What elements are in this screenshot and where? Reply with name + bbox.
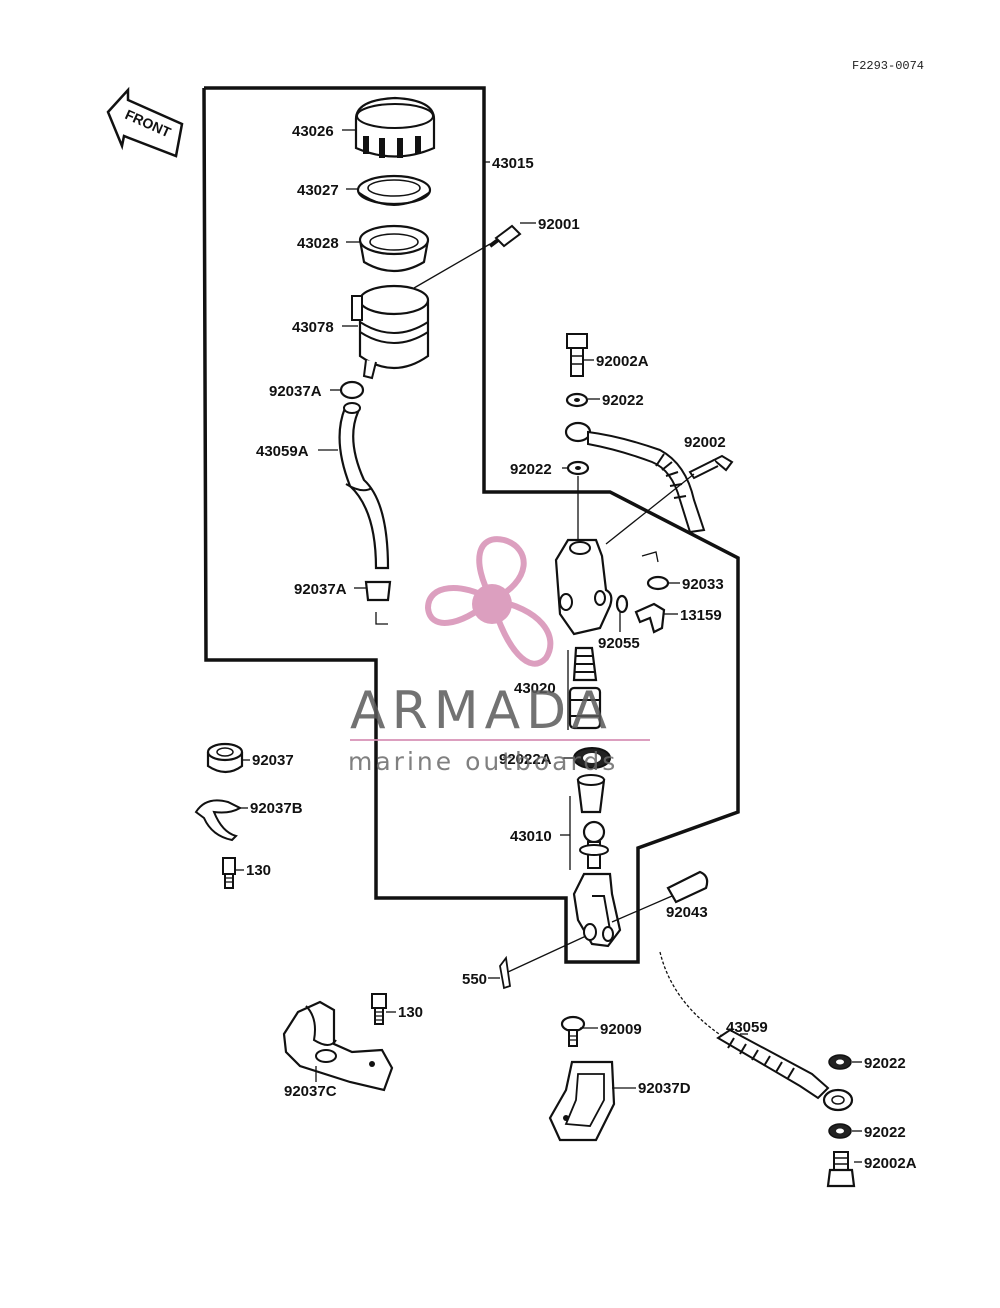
clamp-92037B xyxy=(194,799,243,842)
propeller-logo-icon xyxy=(424,536,554,667)
label-92001: 92001 xyxy=(538,216,580,233)
reservoir-cap-43026 xyxy=(354,96,436,158)
diagram-reference-code: F2293-0074 xyxy=(852,59,924,73)
bolt-92002 xyxy=(688,454,734,480)
front-arrow-icon: FRONT xyxy=(106,86,184,158)
washer-92022A xyxy=(573,747,611,769)
dust-boot-43010 xyxy=(576,774,606,814)
washer-92022-hose-upper xyxy=(828,1054,852,1070)
label-92037B: 92037B xyxy=(250,800,303,817)
label-92002: 92002 xyxy=(684,434,726,451)
banjo-bolt-92002A-lower xyxy=(826,1151,856,1188)
label-92037C: 92037C xyxy=(284,1083,337,1100)
clevis-joint xyxy=(572,872,622,948)
label-92002A-lower: 92002A xyxy=(864,1155,917,1172)
label-43015: 43015 xyxy=(492,155,534,172)
label-92055: 92055 xyxy=(598,635,640,652)
bolt-92001 xyxy=(488,224,522,248)
label-130-bracket: 130 xyxy=(398,1004,423,1021)
cotter-pin-550 xyxy=(499,955,511,990)
label-43059A: 43059A xyxy=(256,443,309,460)
reservoir-hose-43059A xyxy=(338,402,390,570)
clamp-92037A-lower xyxy=(364,580,392,625)
label-92022A: 92022A xyxy=(499,751,552,768)
label-43028: 43028 xyxy=(297,235,339,252)
label-92033: 92033 xyxy=(682,576,724,593)
piston-assembly-43020 xyxy=(568,686,602,730)
reservoir-43078 xyxy=(351,284,430,380)
label-43027: 43027 xyxy=(297,182,339,199)
diaphragm-43028 xyxy=(358,224,430,272)
label-43026: 43026 xyxy=(292,123,334,140)
brake-hose-43059 xyxy=(716,1028,854,1112)
label-92022-upper: 92022 xyxy=(602,392,644,409)
grommet-92037 xyxy=(206,742,244,774)
label-92037A-lower: 92037A xyxy=(294,581,347,598)
bracket-92037C xyxy=(282,1000,394,1092)
screw-92009 xyxy=(560,1015,586,1047)
watermark-subtitle: marine outboards xyxy=(348,747,618,776)
label-92022-hose-lower: 92022 xyxy=(864,1124,906,1141)
label-92022-lower: 92022 xyxy=(510,461,552,478)
label-92037A-upper: 92037A xyxy=(269,383,322,400)
label-43078: 43078 xyxy=(292,319,334,336)
label-92002A-upper: 92002A xyxy=(596,353,649,370)
label-43020: 43020 xyxy=(514,680,556,697)
leader-lines xyxy=(236,129,862,1163)
spring-43020 xyxy=(572,646,598,682)
o-ring-92055 xyxy=(615,594,629,614)
hose-fitting-13159 xyxy=(634,602,666,634)
label-92043: 92043 xyxy=(666,904,708,921)
washer-92022-hose-lower xyxy=(828,1123,852,1139)
label-130-left: 130 xyxy=(246,862,271,879)
watermark-title: ARMADA xyxy=(350,681,613,741)
label-92022-hose-upper: 92022 xyxy=(864,1055,906,1072)
label-13159: 13159 xyxy=(680,607,722,624)
banjo-bolt-92002A-upper xyxy=(566,333,588,377)
washer-92022-lower xyxy=(566,460,590,476)
master-cylinder-body xyxy=(554,538,613,636)
diaphragm-plate-43027 xyxy=(356,174,432,206)
pin-92043 xyxy=(666,870,709,904)
bolt-130-left xyxy=(222,857,236,889)
assembly-frame-outline xyxy=(202,86,740,964)
label-550: 550 xyxy=(462,971,487,988)
o-ring-92033 xyxy=(641,551,670,591)
label-43059: 43059 xyxy=(726,1019,768,1036)
armada-watermark: ARMADA marine outboards xyxy=(348,536,650,776)
label-92037: 92037 xyxy=(252,752,294,769)
label-43010: 43010 xyxy=(510,828,552,845)
washer-92022-upper xyxy=(565,392,589,408)
clamp-92037A-upper xyxy=(339,380,365,400)
pushrod-43010 xyxy=(579,820,609,869)
brake-hose-upper xyxy=(564,421,706,534)
label-92037D: 92037D xyxy=(638,1080,691,1097)
label-92009: 92009 xyxy=(600,1021,642,1038)
cover-92037D xyxy=(548,1060,616,1142)
bolt-130-bracket xyxy=(371,993,387,1025)
